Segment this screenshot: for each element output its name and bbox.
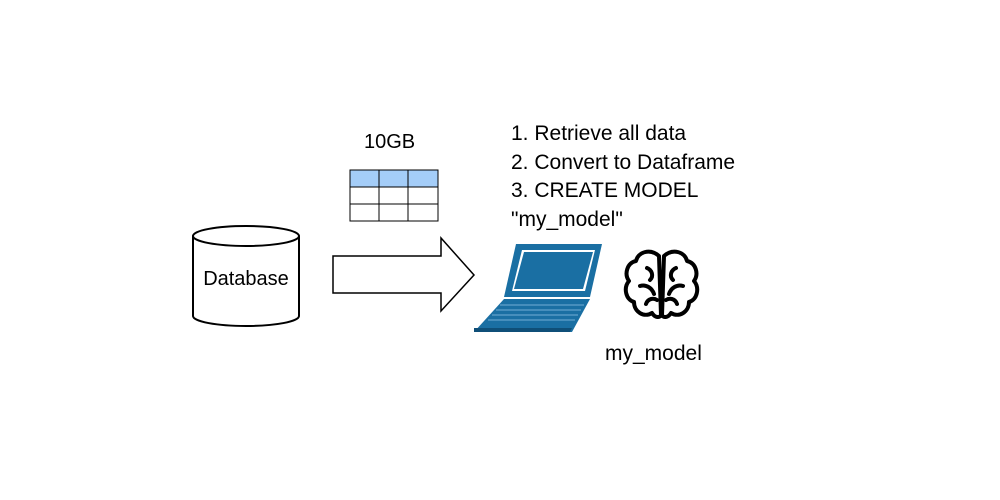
data-table-icon	[349, 169, 439, 222]
dataset-size-label: 10GB	[364, 131, 416, 153]
step-3: 3. CREATE MODEL	[511, 179, 699, 202]
step-3-model-name: "my_model"	[511, 207, 623, 231]
step-2: 2. Convert to Dataframe	[511, 150, 736, 174]
process-steps: 1. Retrieve all data 2. Convert to Dataf…	[511, 120, 735, 234]
flow-arrow-icon	[332, 236, 476, 313]
step-1: 1. Retrieve all data	[511, 122, 687, 145]
database-label: Database	[203, 268, 289, 290]
model-label: my_model	[605, 342, 702, 365]
brain-icon	[623, 249, 700, 320]
database-cylinder-icon	[192, 225, 300, 327]
laptop-icon	[474, 244, 602, 332]
